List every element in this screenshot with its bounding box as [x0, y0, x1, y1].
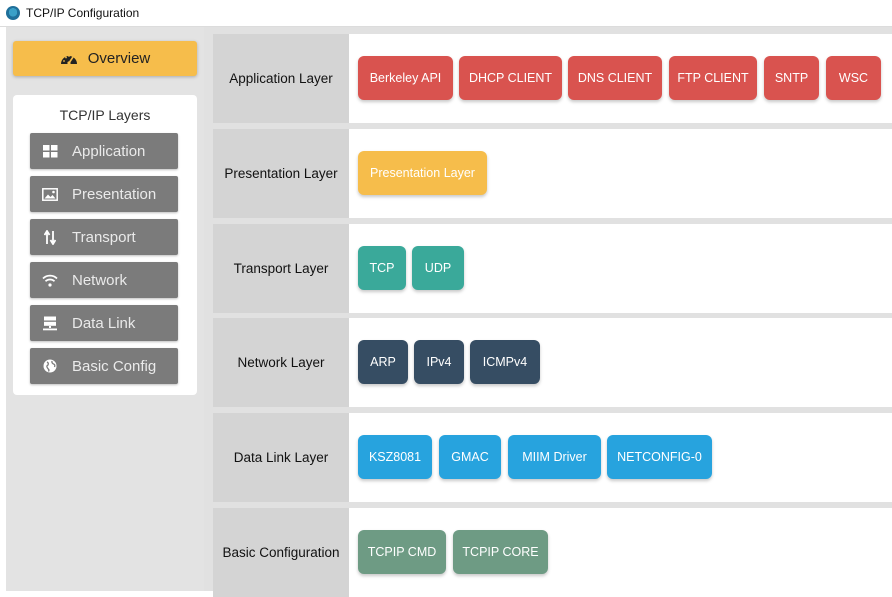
sidebar-item-data-link[interactable]: Data Link	[30, 305, 178, 341]
overview-label: Overview	[87, 50, 151, 67]
module-chip[interactable]: Berkeley API	[358, 56, 453, 100]
row-label: Data Link Layer	[213, 413, 349, 502]
sidebar-item-label: Data Link	[72, 314, 136, 332]
module-chip[interactable]: KSZ8081	[358, 435, 432, 479]
dashboard-gauge-icon	[60, 51, 78, 67]
module-chip[interactable]: UDP	[412, 246, 464, 290]
server-icon	[42, 315, 58, 331]
grid-icon	[42, 143, 58, 159]
sidebar-item-label: Transport	[72, 228, 136, 246]
module-chip[interactable]: ARP	[358, 340, 408, 384]
layer-row-presentation: Presentation Layer Presentation Layer	[213, 129, 892, 218]
module-chip[interactable]: Presentation Layer	[358, 151, 487, 195]
module-area: Berkeley API DHCP CLIENT DNS CLIENT FTP …	[349, 34, 892, 123]
module-chip[interactable]: DHCP CLIENT	[459, 56, 562, 100]
module-chip[interactable]: TCPIP CORE	[453, 530, 548, 574]
sidebar-item-basic-config[interactable]: Basic Config	[30, 348, 178, 384]
image-icon	[42, 186, 58, 202]
module-chip[interactable]: SNTP	[764, 56, 819, 100]
sidebar-item-label: Presentation	[72, 185, 157, 203]
sidebar-item-application[interactable]: Application	[30, 133, 178, 169]
module-chip[interactable]: FTP CLIENT	[669, 56, 757, 100]
module-area: KSZ8081 GMAC MIIM Driver NETCONFIG-0	[349, 413, 892, 502]
module-chip[interactable]: NETCONFIG-0	[607, 435, 712, 479]
network-globe-icon	[6, 6, 20, 20]
updown-arrows-icon	[42, 229, 58, 245]
sidebar-item-presentation[interactable]: Presentation	[30, 176, 178, 212]
sidebar-item-network[interactable]: Network	[30, 262, 178, 298]
module-area: TCPIP CMD TCPIP CORE	[349, 508, 892, 597]
module-chip[interactable]: DNS CLIENT	[568, 56, 662, 100]
layer-row-basic-config: Basic Configuration TCPIP CMD TCPIP CORE	[213, 508, 892, 597]
main-content: Overview TCP/IP Layers Application Prese…	[6, 27, 892, 597]
sidebar: Overview TCP/IP Layers Application Prese…	[6, 27, 204, 591]
row-label: Basic Configuration	[213, 508, 349, 597]
layer-row-data-link: Data Link Layer KSZ8081 GMAC MIIM Driver…	[213, 413, 892, 502]
sidebar-item-label: Network	[72, 271, 128, 289]
sidebar-item-transport[interactable]: Transport	[30, 219, 178, 255]
module-chip[interactable]: ICMPv4	[470, 340, 540, 384]
overview-button[interactable]: Overview	[13, 41, 197, 76]
module-chip[interactable]: WSC	[826, 56, 881, 100]
module-chip[interactable]: GMAC	[439, 435, 501, 479]
module-area: TCP UDP	[349, 224, 892, 313]
sidebar-item-label: Application	[72, 142, 146, 160]
tcpip-layers-panel: TCP/IP Layers Application Presentation T…	[13, 95, 197, 395]
module-chip[interactable]: TCP	[358, 246, 406, 290]
globe-icon	[42, 358, 58, 374]
row-label: Presentation Layer	[213, 129, 349, 218]
row-label: Transport Layer	[213, 224, 349, 313]
sidebar-item-label: Basic Config	[72, 357, 157, 375]
row-label: Application Layer	[213, 34, 349, 123]
panel-title: TCP/IP Layers	[59, 107, 151, 123]
layer-row-application: Application Layer Berkeley API DHCP CLIE…	[213, 34, 892, 123]
window-title: TCP/IP Configuration	[26, 6, 140, 20]
layer-row-transport: Transport Layer TCP UDP	[213, 224, 892, 313]
row-label: Network Layer	[213, 318, 349, 407]
module-chip[interactable]: IPv4	[414, 340, 464, 384]
wifi-icon	[42, 272, 58, 288]
module-area: ARP IPv4 ICMPv4	[349, 318, 892, 407]
title-bar: TCP/IP Configuration	[0, 0, 892, 27]
module-chip[interactable]: TCPIP CMD	[358, 530, 446, 574]
layer-row-network: Network Layer ARP IPv4 ICMPv4	[213, 318, 892, 407]
module-chip[interactable]: MIIM Driver	[508, 435, 601, 479]
module-area: Presentation Layer	[349, 129, 892, 218]
